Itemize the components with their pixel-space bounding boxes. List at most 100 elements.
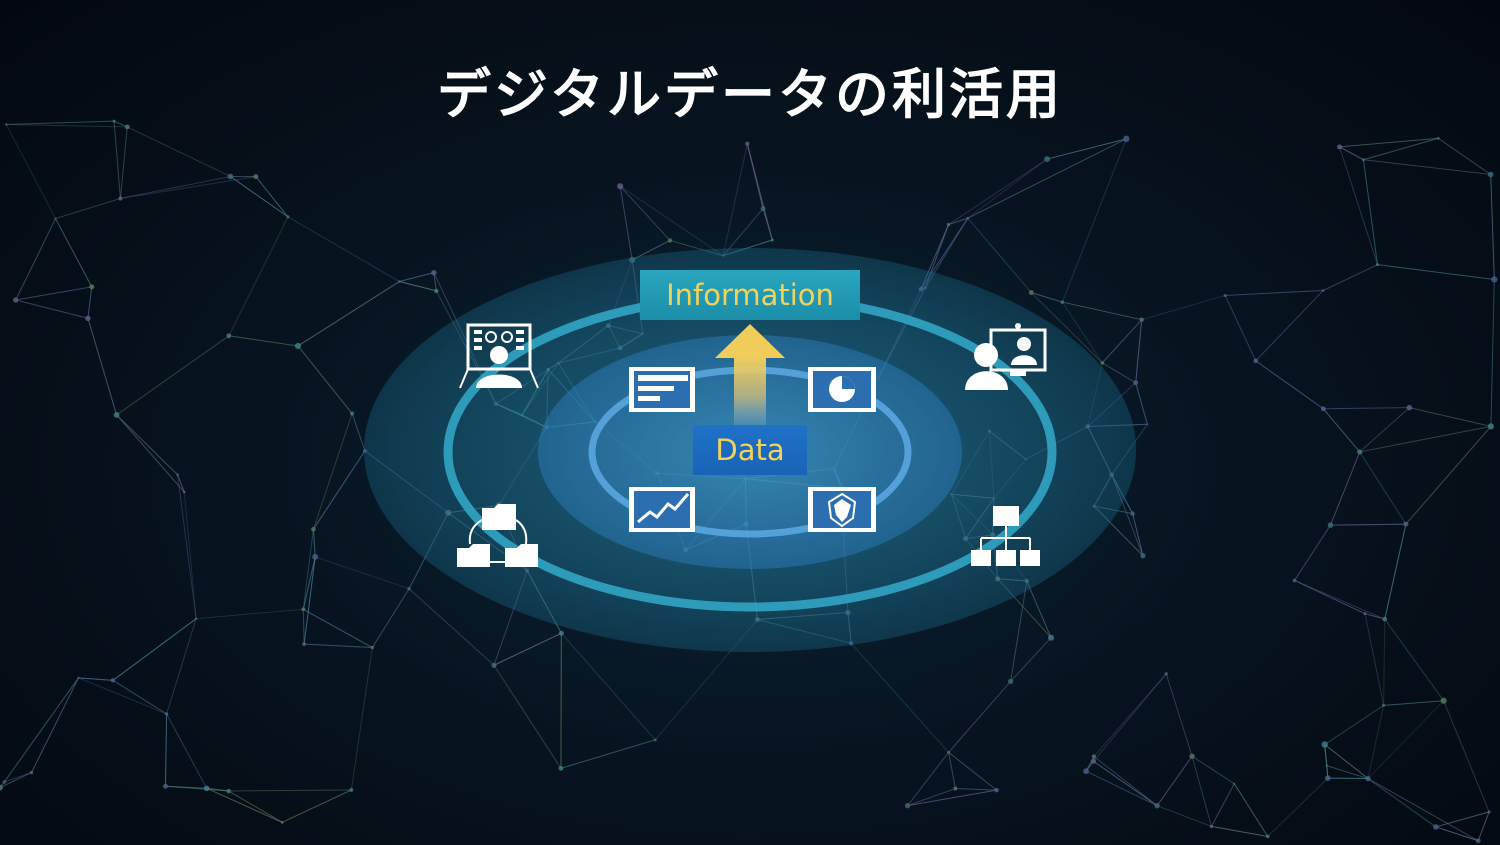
network-line bbox=[196, 608, 304, 620]
network-node bbox=[904, 802, 911, 809]
network-line bbox=[1363, 137, 1439, 161]
network-line bbox=[1324, 744, 1328, 766]
network-node bbox=[667, 238, 673, 243]
network-line bbox=[907, 788, 956, 807]
network-line bbox=[948, 752, 956, 789]
network-line bbox=[177, 474, 185, 493]
network-line bbox=[1062, 301, 1142, 321]
radar-chart-icon bbox=[808, 487, 876, 532]
network-line bbox=[619, 185, 671, 241]
network-line bbox=[1294, 580, 1385, 620]
network-line bbox=[619, 186, 633, 260]
network-line bbox=[948, 751, 997, 791]
network-line bbox=[1363, 137, 1439, 161]
network-node bbox=[1223, 293, 1227, 297]
network-line bbox=[1225, 289, 1324, 296]
network-line bbox=[722, 143, 748, 256]
network-line bbox=[297, 345, 353, 414]
network-line bbox=[1339, 137, 1439, 148]
network-line bbox=[1093, 760, 1158, 807]
network-node bbox=[1164, 672, 1168, 676]
line-chart-icon bbox=[629, 487, 695, 532]
network-node bbox=[1437, 136, 1440, 140]
network-line bbox=[1093, 760, 1158, 807]
network-line bbox=[1367, 778, 1437, 828]
network-line bbox=[55, 197, 121, 220]
network-line bbox=[1061, 138, 1127, 303]
network-line bbox=[1255, 290, 1324, 362]
network-line bbox=[87, 286, 93, 319]
network-line bbox=[312, 413, 353, 530]
network-line bbox=[1026, 580, 1052, 638]
network-node bbox=[85, 315, 91, 321]
network-line bbox=[350, 647, 373, 791]
network-line bbox=[1224, 295, 1257, 362]
network-node bbox=[434, 288, 439, 294]
network-node bbox=[162, 783, 168, 789]
network-line bbox=[116, 335, 230, 416]
network-line bbox=[87, 318, 118, 416]
network-line bbox=[1477, 811, 1490, 841]
network-line bbox=[166, 713, 208, 789]
network-line bbox=[1409, 407, 1492, 427]
network-line bbox=[1062, 301, 1142, 321]
network-node bbox=[1140, 553, 1146, 559]
network-line bbox=[297, 281, 400, 347]
network-node bbox=[5, 123, 8, 126]
network-line bbox=[112, 679, 167, 715]
network-node bbox=[2, 780, 7, 784]
network-line bbox=[1322, 264, 1378, 291]
network-line bbox=[1224, 295, 1257, 362]
network-line bbox=[6, 120, 115, 125]
network-line bbox=[304, 643, 373, 649]
network-node bbox=[1146, 423, 1149, 426]
network-line bbox=[6, 123, 128, 128]
network-line bbox=[1359, 451, 1407, 525]
network-line bbox=[119, 126, 128, 199]
network-line bbox=[127, 126, 231, 177]
network-line bbox=[116, 414, 178, 476]
network-line bbox=[619, 185, 724, 257]
network-line bbox=[165, 785, 207, 789]
network-node bbox=[370, 645, 375, 650]
network-line bbox=[1364, 613, 1385, 706]
network-node bbox=[760, 206, 766, 212]
network-line bbox=[1384, 523, 1407, 620]
network-line bbox=[1225, 289, 1324, 296]
network-node bbox=[253, 174, 259, 180]
network-line bbox=[493, 632, 562, 666]
network-node bbox=[1406, 404, 1413, 411]
network-line bbox=[112, 679, 167, 715]
network-line bbox=[967, 217, 1032, 293]
document-list-icon bbox=[629, 367, 695, 412]
network-node bbox=[1100, 361, 1105, 365]
network-line bbox=[297, 345, 353, 414]
network-line bbox=[1132, 513, 1144, 556]
network-line bbox=[1443, 700, 1490, 813]
network-node bbox=[118, 196, 123, 201]
network-line bbox=[399, 272, 434, 282]
network-line bbox=[1046, 138, 1127, 160]
network-line bbox=[1093, 673, 1167, 757]
network-line bbox=[948, 217, 968, 226]
network-line bbox=[351, 413, 366, 452]
network-line bbox=[619, 185, 671, 241]
network-line bbox=[166, 618, 197, 715]
network-node bbox=[349, 788, 354, 792]
network-line bbox=[1267, 777, 1329, 837]
network-line bbox=[112, 618, 197, 681]
network-line bbox=[1364, 613, 1385, 620]
network-line bbox=[1010, 637, 1052, 682]
network-line bbox=[113, 121, 121, 199]
network-line bbox=[1135, 382, 1148, 425]
network-line bbox=[948, 681, 1012, 753]
network-line bbox=[1322, 408, 1361, 453]
network-line bbox=[1093, 673, 1167, 762]
network-line bbox=[55, 218, 93, 288]
network-node bbox=[1433, 824, 1439, 830]
network-line bbox=[399, 272, 434, 282]
network-line bbox=[1135, 382, 1148, 425]
network-node bbox=[1008, 678, 1014, 684]
network-line bbox=[967, 138, 1127, 219]
